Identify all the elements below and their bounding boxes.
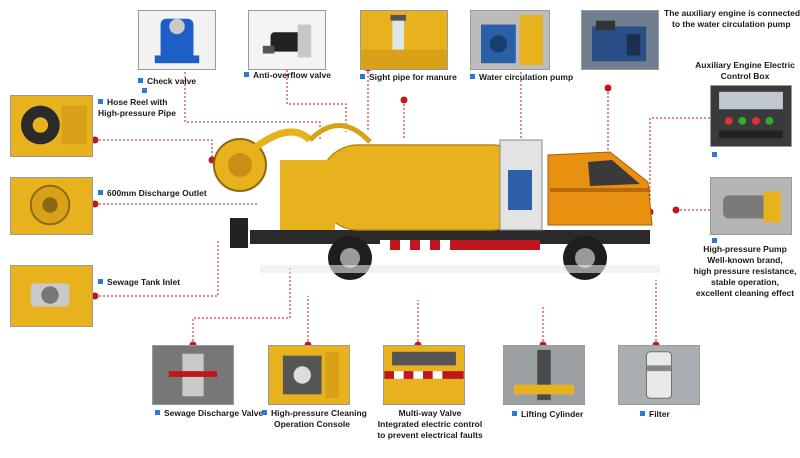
hp-pump-image	[710, 177, 792, 235]
filter-image	[618, 345, 700, 405]
bullet-icon	[712, 238, 717, 243]
lifting-cylinder-label: Lifting Cylinder	[512, 409, 583, 420]
sewage-tank-inlet-label: Sewage Tank Inlet	[98, 277, 180, 288]
bullet-icon	[244, 72, 249, 77]
water-pump-image	[470, 10, 550, 70]
bullet-icon	[262, 410, 267, 415]
bullet-icon	[640, 411, 645, 416]
bullet-icon	[98, 99, 103, 104]
sight-pipe-image	[360, 10, 448, 70]
discharge-outlet-image	[10, 177, 93, 235]
bullet-icon	[142, 88, 147, 93]
bullet-icon	[138, 78, 143, 83]
discharge-valve-image	[152, 345, 234, 405]
sight-pipe-label: Sight pipe for manure	[360, 72, 457, 83]
bullet-icon	[712, 152, 717, 157]
bullet-icon	[360, 74, 365, 79]
sewage-truck-image	[213, 123, 660, 280]
hose-reel-label: Hose Reel with High-pressure Pipe	[98, 97, 176, 118]
check-valve-image	[138, 10, 216, 70]
hp-console-image	[268, 345, 350, 405]
control-box-image	[710, 85, 792, 147]
check-valve-label: Check valve	[138, 76, 196, 87]
hose-reel-image	[10, 95, 93, 157]
aux-engine-note: The auxiliary engine is connected to the…	[664, 8, 800, 29]
anti-overflow-valve-label: Anti-overflow valve	[244, 70, 331, 81]
discharge-valve-label: Sewage Discharge Valve	[155, 408, 263, 419]
bullet-icon	[98, 190, 103, 195]
multiway-valve-image	[383, 345, 465, 405]
multiway-valve-label: Multi-way Valve Integrated electric cont…	[377, 408, 483, 440]
sewage-tank-inlet-image	[10, 265, 93, 327]
bullet-icon	[98, 279, 103, 284]
bullet-icon	[470, 74, 475, 79]
bullet-icon	[512, 411, 517, 416]
lifting-cylinder-image	[503, 345, 585, 405]
auxiliary-engine-image	[581, 10, 659, 70]
aux-control-box-label: Auxiliary Engine Electric Control Box	[695, 60, 795, 81]
anti-overflow-valve-image	[248, 10, 326, 70]
water-pump-label: Water circulation pump	[470, 72, 573, 83]
hp-pump-label: High-pressure Pump Well-known brand, hig…	[693, 244, 797, 298]
filter-label: Filter	[640, 409, 670, 420]
discharge-outlet-label: 600mm Discharge Outlet	[98, 188, 207, 199]
hp-console-label: High-pressure Cleaning Operation Console	[262, 408, 367, 430]
bullet-icon	[155, 410, 160, 415]
